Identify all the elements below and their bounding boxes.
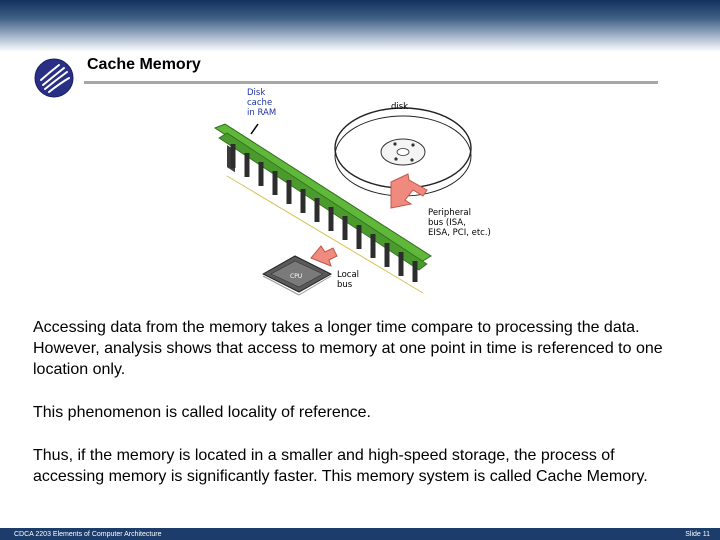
- paragraph-1: Accessing data from the memory takes a l…: [33, 319, 663, 378]
- footer-course: CDCA 2203 Elements of Computer Architect…: [14, 531, 162, 538]
- disk-cache-label: Disk cache in RAM: [247, 88, 277, 118]
- cpu-chip: [261, 255, 333, 296]
- university-logo-icon: [34, 58, 74, 98]
- disk-cache-diagram: [213, 107, 472, 296]
- peripheral-bus-label: Peripheral bus (ISA, EISA, PCI, etc.): [428, 208, 491, 238]
- footer-bar: CDCA 2203 Elements of Computer Architect…: [0, 528, 720, 540]
- ram-module: [213, 123, 432, 294]
- peripheral-bus-arrow: [390, 173, 428, 209]
- disk-label: disk: [391, 102, 409, 112]
- footer-slide-number: Slide 11: [685, 531, 710, 538]
- header-band: [0, 0, 720, 52]
- disk-platter: [334, 107, 472, 197]
- title-underline: [84, 81, 658, 84]
- local-bus-arrow: [310, 245, 338, 267]
- paragraph-3: Thus, if the memory is located in a smal…: [33, 447, 648, 485]
- cpu-label: CPU: [290, 273, 303, 280]
- local-bus-label: Local bus: [337, 270, 360, 290]
- slide-title: Cache Memory: [87, 56, 201, 73]
- pointer-arrow: [250, 123, 259, 135]
- disk-cache-figure: Disk cache in RAM disk Peripheral bus (I…: [213, 86, 508, 304]
- paragraph-2: This phenomenon is called locality of re…: [33, 404, 371, 421]
